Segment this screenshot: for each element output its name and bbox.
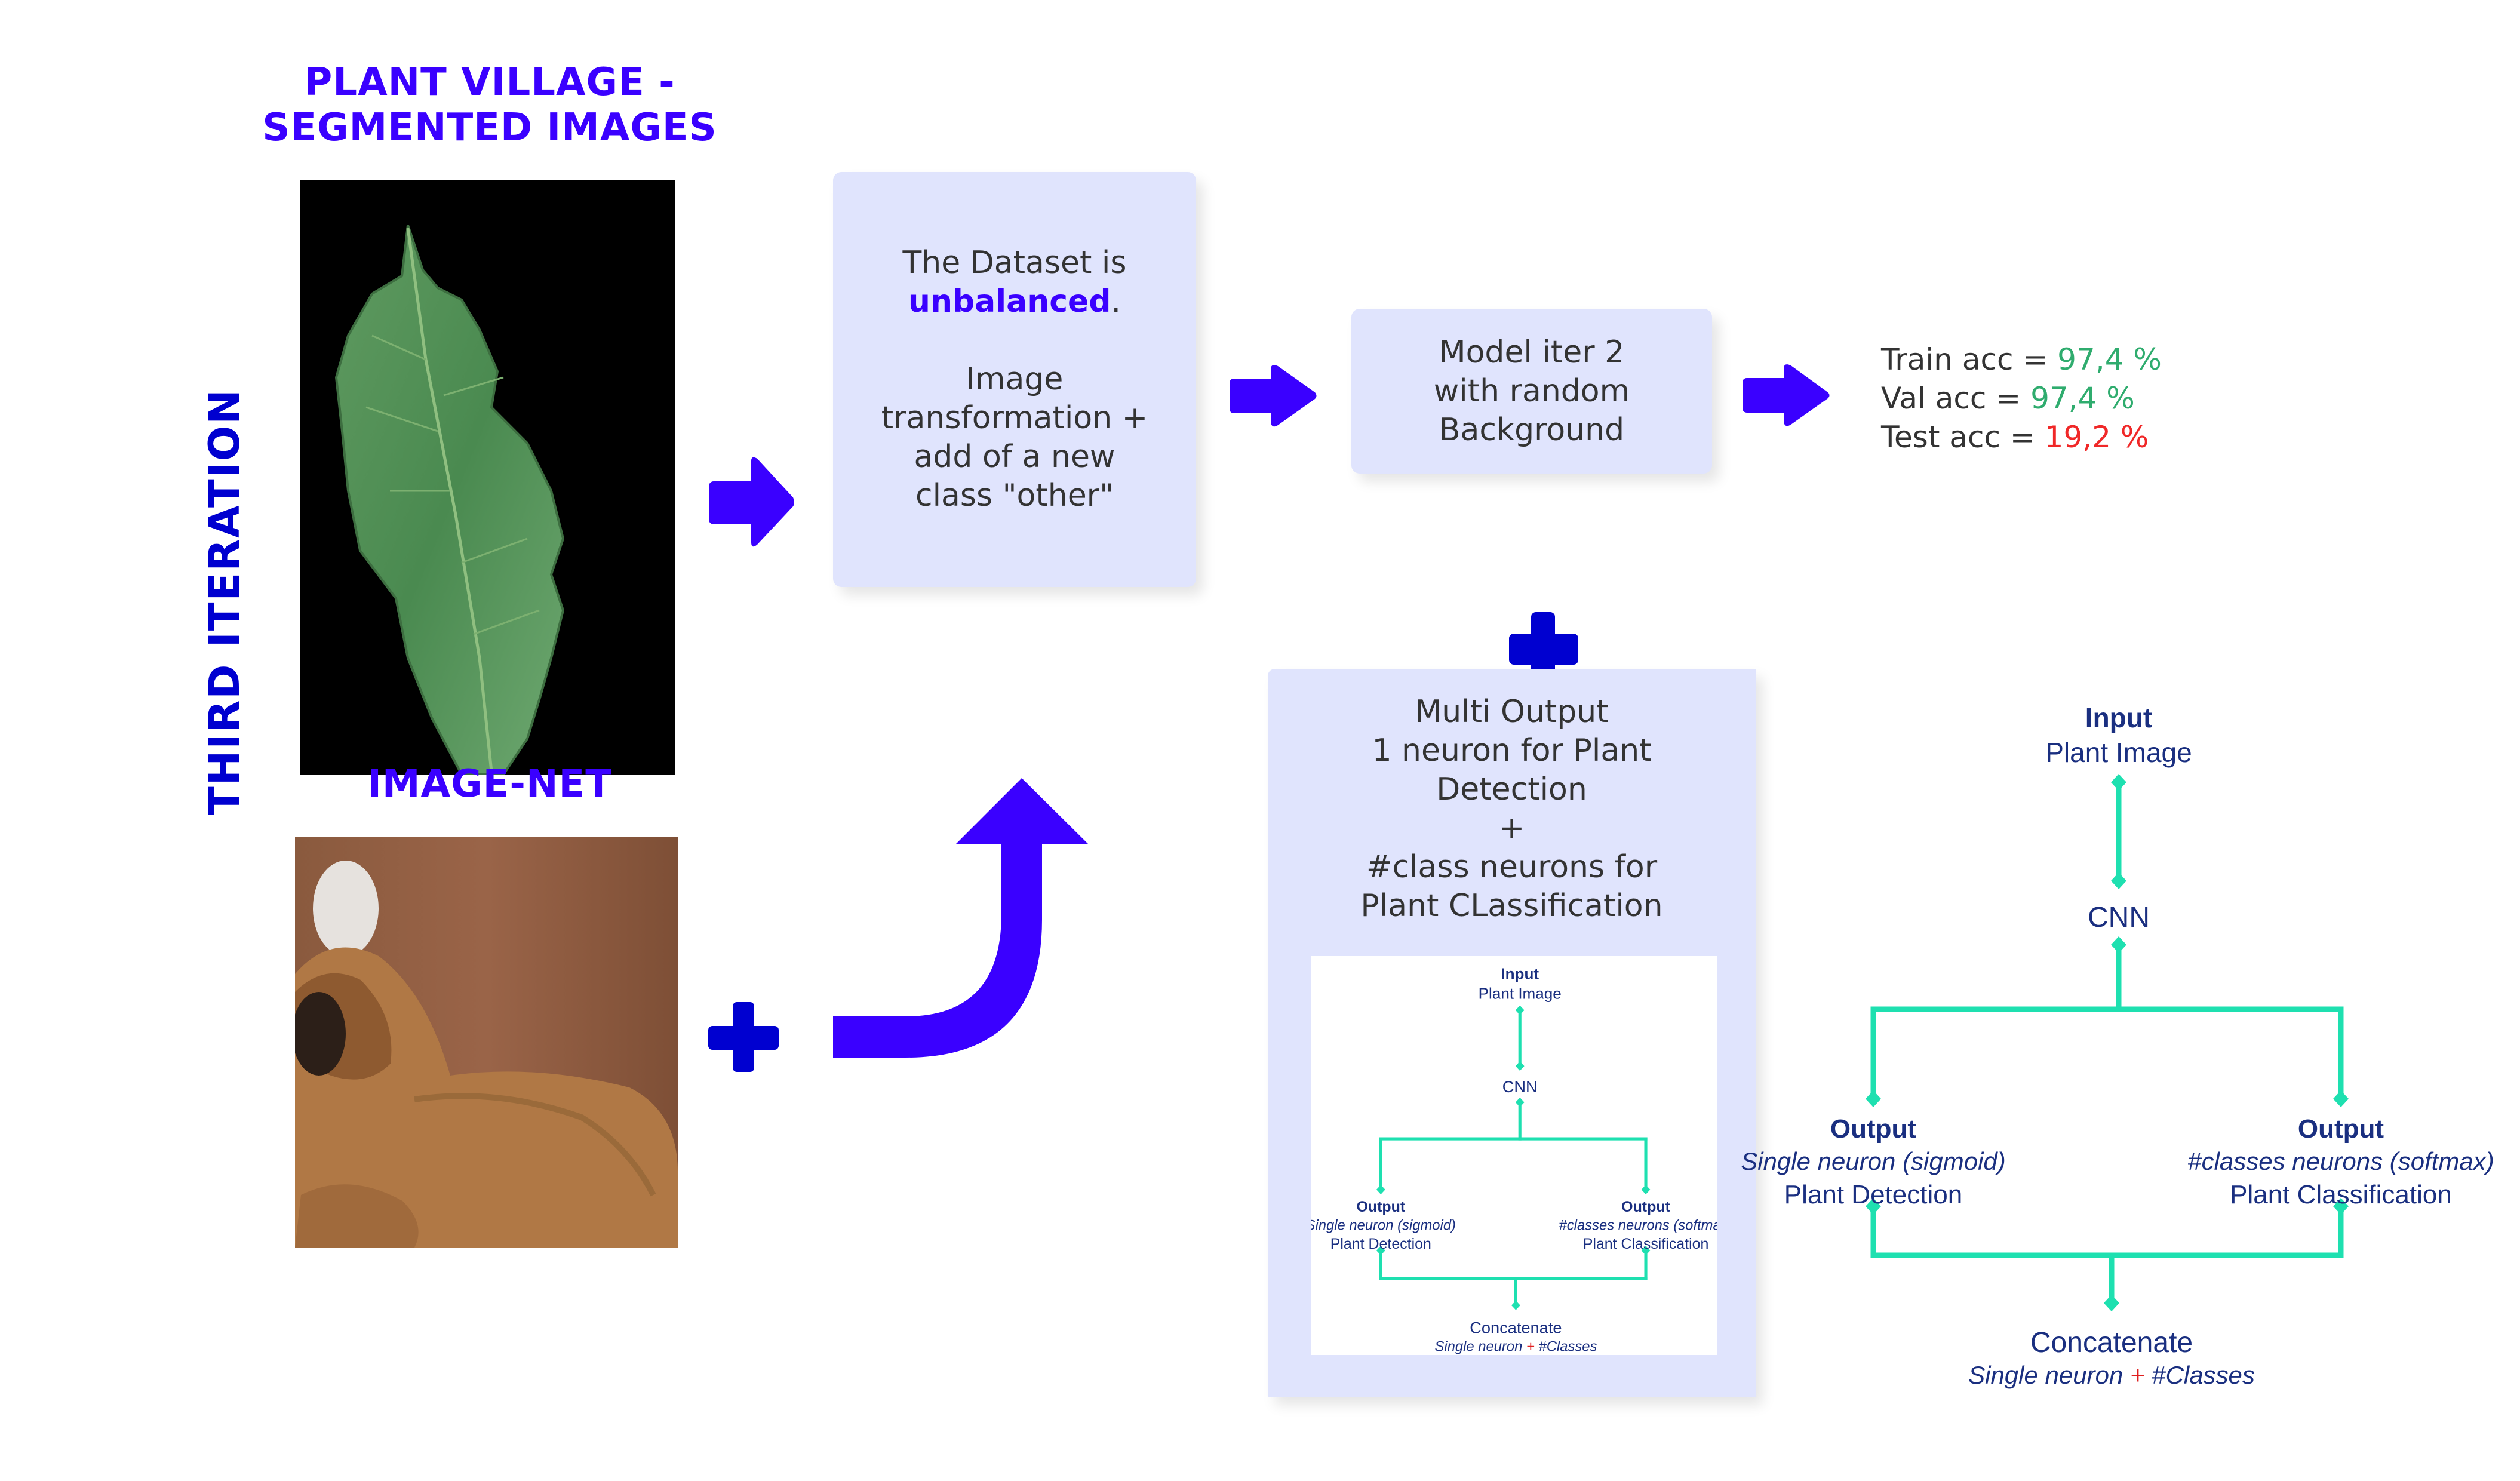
connector-diamond [1515,1061,1525,1071]
result-value: 19,2 % [2044,420,2149,454]
output-right-title: Output [2297,1114,2384,1144]
concat-plus: + [1526,1338,1535,1354]
concat-part1: Single neuron [1968,1361,2130,1389]
dataset-card-line5: add of a new [914,439,1115,475]
plant-village-title-line1: PLANT VILLAGE - [304,60,675,105]
output-left-title: Output [1830,1114,1917,1144]
plant-village-title: PLANT VILLAGE - SEGMENTED IMAGES [257,60,723,150]
unbalanced-highlight: unbalanced [908,284,1111,319]
result-val: Val acc = 97,4 % [1881,379,2162,418]
output-left-title: Output [1356,1198,1406,1215]
result-value: 97,4 % [2030,381,2135,416]
period: . [1111,284,1121,319]
connector-diamond [1515,1097,1525,1107]
output-right-subtitle: #classes neurons (softmax) [1559,1216,1717,1233]
spacer [1010,321,1020,360]
concat-part1: Single neuron [1434,1338,1526,1354]
results-panel: Train acc = 97,4 % Val acc = 97,4 % Test… [1881,340,2162,457]
concat-part2: #Classes [1534,1338,1597,1354]
connector-diamond [2333,1198,2349,1215]
diagram-connectors [1866,774,2349,1311]
image-net-title: IMAGE-NET [367,762,612,806]
dataset-card-line2: unbalanced. [908,282,1121,321]
dataset-card-line1: The Dataset is [902,245,1127,281]
output-left-subtitle: Single neuron (sigmoid) [1311,1216,1456,1233]
multi-output-line: Detection [1436,772,1587,807]
result-value: 97,4 % [2057,342,2162,377]
dataset-card-line3: Image [966,361,1064,397]
multi-output-line: + [1498,810,1525,846]
multi-output-line: 1 neuron for Plant [1372,733,1652,769]
connector-diamond [2111,774,2126,791]
connector-diamond [1641,1246,1651,1255]
output-left-label: Plant Detection [1330,1236,1431,1252]
plant-village-title-line2: SEGMENTED IMAGES [262,106,717,150]
output-right-label: Plant Classification [2230,1180,2452,1209]
output-right-title: Output [1621,1198,1670,1215]
connector-diamond [1641,1185,1651,1194]
result-train: Train acc = 97,4 % [1881,340,2162,379]
diagram-connectors [1376,1005,1651,1310]
result-label: Train acc = [1881,342,2058,377]
output-right-subtitle: #classes neurons (softmax) [2187,1147,2494,1175]
arrow-right-icon [709,457,794,547]
concat-subtitle: Single neuron + #Classes [1944,1360,2279,1390]
dataset-card: The Dataset is unbalanced. Image transfo… [833,172,1196,587]
multi-output-line: #class neurons for [1366,849,1658,885]
connector-diamond [1515,1005,1525,1015]
cnn-label: CNN [2088,902,2150,933]
connector-diamond [2111,936,2126,953]
model-card-line: Background [1439,411,1625,448]
connector-diamond [1866,1090,1881,1107]
connector-diamond [1376,1185,1385,1194]
model-card: Model iter 2 with random Background [1351,309,1712,474]
input-subtitle: Plant Image [1478,984,1562,1003]
connector-diamond [2333,1090,2349,1107]
input-subtitle: Plant Image [2045,737,2192,768]
connector-diamond [1866,1198,1881,1215]
dog-image [295,837,678,1248]
leaf-illustration [334,225,565,775]
connector-diamond [2104,1295,2119,1311]
model-card-line: Model iter 2 [1439,334,1625,370]
result-test: Test acc = 19,2 % [1881,418,2162,457]
concat-part2: #Classes [2144,1361,2255,1389]
dataset-card-line6: class "other" [915,478,1114,514]
plus-icon [708,1002,779,1072]
cnn-label: CNN [1502,1078,1538,1096]
dataset-card-line4: transformation + [881,400,1148,436]
connector-diamond [1376,1246,1385,1255]
result-label: Val acc = [1881,381,2031,416]
arrow-right-icon [1230,365,1317,427]
plant-leaf-image [300,180,675,775]
connector-diamond [1511,1300,1520,1310]
concat-plus: + [2129,1361,2145,1389]
concat-subtitle: Single neuron + #Classes [1421,1338,1611,1355]
input-title: Input [2085,702,2153,733]
output-left-label: Plant Detection [1784,1180,1963,1209]
connector-diamond [2111,872,2126,889]
model-card-line: with random [1433,373,1630,409]
input-title: Input [1501,964,1539,983]
output-right-label: Plant Classification [1582,1236,1709,1252]
dog-illustration [295,861,678,1248]
multi-output-line: Multi Output [1415,694,1609,730]
multi-output-line: Plant CLassification [1360,888,1663,924]
arrow-right-icon [1743,364,1830,426]
curved-arrow-up-icon [833,778,1089,1058]
concat-title: Concatenate [1470,1319,1562,1337]
output-left-subtitle: Single neuron (sigmoid) [1741,1147,2006,1175]
concat-title: Concatenate [2030,1327,2193,1359]
result-label: Test acc = [1881,420,2045,454]
